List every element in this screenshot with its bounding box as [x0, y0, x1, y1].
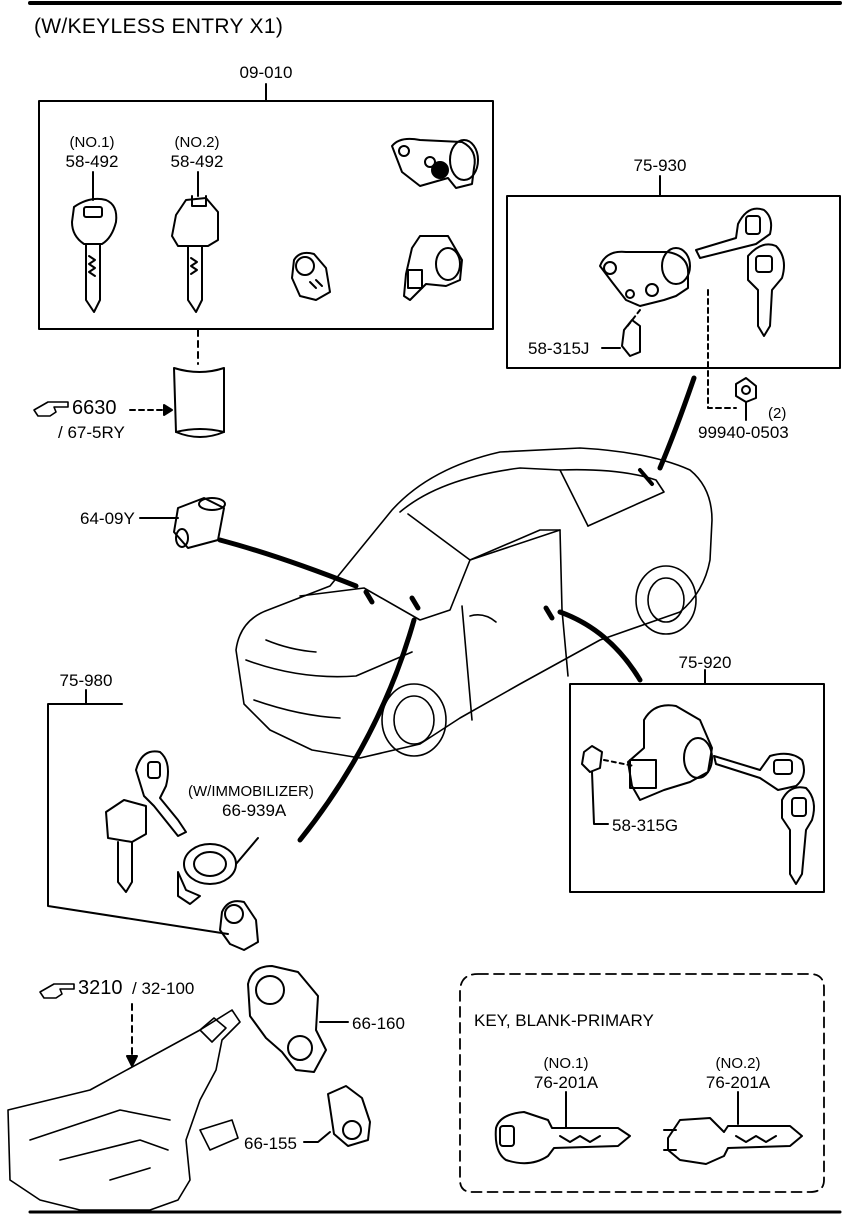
group-75-980-bracket [47, 689, 229, 935]
key-no2-illustration [171, 171, 219, 313]
key-no1-code: 58-492 [65, 152, 119, 171]
page-title: (W/KEYLESS ENTRY X1) [34, 15, 284, 38]
group-75-920-box [569, 683, 825, 893]
door-key-2-illustration [781, 786, 815, 885]
ref-3210-arrowhead [126, 1055, 138, 1067]
key-no1-qualifier: (NO.1) [69, 134, 115, 151]
group-09-010-box [38, 100, 494, 330]
steering-column-illustration [7, 1009, 241, 1211]
nut-99940-illustration [735, 377, 757, 403]
ignition-sleeve-illustration [173, 367, 225, 438]
part-66-155-code: 66-155 [244, 1134, 297, 1153]
key-blank-box [459, 973, 825, 1193]
ref-3210-number: 3210 [78, 977, 123, 999]
clip-58-315G-dashed [603, 759, 635, 767]
pointing-hand-icon [33, 401, 69, 417]
trunk-lock-cylinder-illustration [403, 235, 463, 301]
key-no2-code: 58-492 [170, 152, 224, 171]
group-75-930-code: 75-930 [633, 156, 687, 175]
door-lock-cylinder-illustration [391, 137, 479, 189]
group-75-980-code: 75-980 [59, 671, 113, 690]
ref-6630-arrowhead [163, 404, 173, 416]
immobilizer-code: 66-939A [222, 801, 287, 820]
door-key-1-illustration [713, 752, 805, 791]
pointer-ignition [297, 617, 417, 843]
trunk-lock-assembly-illustration [599, 247, 691, 307]
pointing-hand-icon [39, 983, 75, 999]
key-no1-illustration [71, 171, 118, 313]
ref-3210-sub: / 32-100 [132, 979, 195, 998]
ignition-switch-66-155-illustration [327, 1085, 371, 1147]
group-75-920-code: 75-920 [678, 653, 732, 672]
trunk-key-2-illustration [747, 243, 785, 337]
part-99940-qty: (2) [768, 405, 787, 422]
immobilizer-leader [235, 837, 259, 865]
ignition-key-head-75-980-illustration [105, 799, 147, 893]
door-lock-assembly-illustration [627, 704, 713, 801]
clip-dashed-leader [625, 309, 641, 329]
blank-key-no2-code: 76-201A [705, 1073, 771, 1092]
clip-58-315J-illustration [621, 319, 641, 357]
clip-58-315J-code: 58-315J [528, 339, 590, 358]
ref-6630-number: 6630 [72, 397, 117, 419]
ignition-lock-cylinder-illustration [219, 900, 259, 951]
immobilizer-qualifier: (W/IMMOBILIZER) [188, 783, 314, 800]
blank-key-no2-illustration [663, 1117, 803, 1165]
steering-lock-66-160-illustration [247, 965, 327, 1073]
part-66-160-code: 66-160 [352, 1014, 405, 1033]
group-09-010-code: 09-010 [239, 63, 293, 82]
blank-key-no1-illustration [494, 1111, 631, 1165]
clip-58-315G-illustration [581, 745, 603, 773]
part-64-09Y-code: 64-09Y [80, 509, 135, 528]
pointer-door-rh [557, 609, 643, 683]
nut-dashed-leader [707, 289, 737, 409]
key-blank-title: KEY, BLANK-PRIMARY [474, 1011, 654, 1030]
clip-58-315G-leader [591, 771, 609, 825]
clip-58-315G-code: 58-315G [612, 816, 679, 835]
lock-cylinder-small-illustration [291, 251, 331, 301]
part-64-09Y-illustration [173, 497, 226, 549]
key-no2-qualifier: (NO.2) [174, 134, 220, 151]
immobilizer-coil-illustration [177, 843, 237, 905]
car-illustration [235, 447, 713, 759]
ignition-key-75-980-illustration [135, 750, 187, 837]
blank-key-no2-qualifier: (NO.2) [715, 1055, 761, 1072]
blank-key-no1-qualifier: (NO.1) [543, 1055, 589, 1072]
part-66-155-leader [303, 1131, 331, 1143]
blank-key-no1-code: 76-201A [533, 1073, 599, 1092]
trunk-key-1-illustration [695, 207, 773, 259]
group-75-930-box [506, 195, 841, 369]
part-99940-code: 99940-0503 [698, 423, 789, 442]
pointer-trunk [657, 375, 697, 471]
ref-6630-sub: / 67-5RY [58, 423, 125, 442]
pointer-door-cylinder [217, 537, 359, 589]
